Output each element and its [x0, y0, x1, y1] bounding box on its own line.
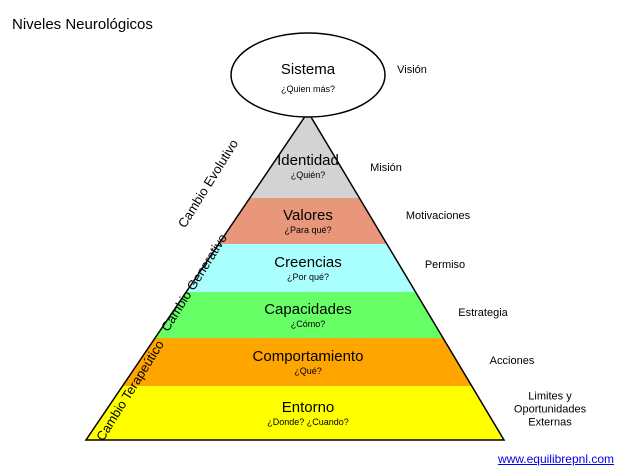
system-name: Sistema: [281, 61, 336, 78]
level-name: Entorno: [282, 399, 335, 416]
side-label: Permiso: [424, 259, 466, 271]
level-name: Creencias: [274, 254, 342, 271]
level-band-3: [155, 292, 443, 338]
page-title: Niveles Neurológicos: [12, 16, 153, 33]
side-label-system: Visión: [397, 64, 427, 76]
level-question: ¿Para qué?: [284, 225, 331, 235]
side-label: Limites y Oportunidades Externas: [513, 390, 587, 429]
level-question: ¿Por qué?: [287, 272, 329, 282]
level-band-1: [218, 198, 387, 244]
side-label: Misión: [370, 162, 402, 174]
side-label: Estrategia: [458, 307, 508, 319]
system-ellipse: [230, 32, 386, 118]
level-band-4: [122, 338, 472, 386]
level-question: ¿Quién?: [291, 170, 326, 180]
level-question: ¿Qué?: [294, 366, 322, 376]
level-band-2: [186, 244, 416, 292]
side-label: Acciones: [489, 355, 535, 367]
system-question: ¿Quien más?: [281, 84, 335, 94]
level-name: Valores: [283, 207, 333, 224]
level-question: ¿Cómo?: [291, 319, 326, 329]
level-name: Capacidades: [264, 301, 352, 318]
level-name: Identidad: [277, 152, 339, 169]
level-band-0: [249, 112, 360, 198]
side-label: Motivaciones: [405, 210, 471, 222]
pyramid-outline: [84, 110, 506, 441]
level-question: ¿Donde? ¿Cuando?: [267, 417, 349, 427]
level-name: Comportamiento: [253, 348, 364, 365]
site-link[interactable]: www.equilibrepnl.com: [497, 452, 614, 466]
level-band-5: [86, 386, 504, 440]
